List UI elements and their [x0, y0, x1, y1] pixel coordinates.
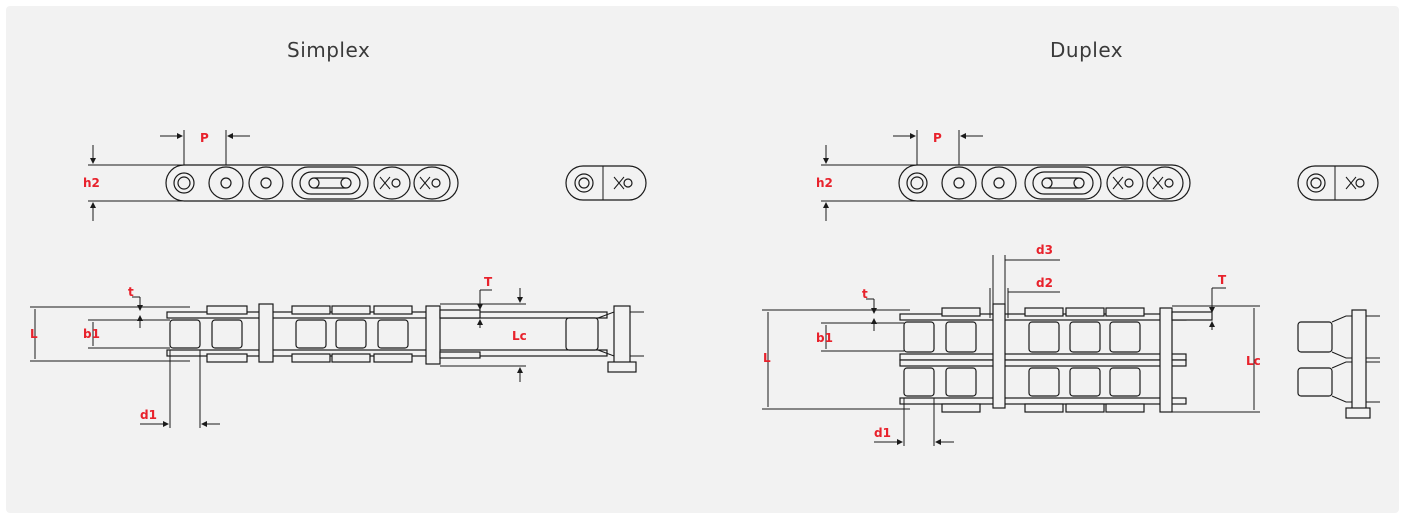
simplex-label-h2: h2: [83, 176, 100, 190]
simplex-label-t: t: [128, 285, 134, 299]
duplex-label-d3: d3: [1036, 243, 1053, 257]
duplex-d2-dimension: d2: [989, 276, 1060, 318]
duplex-label-T: T: [1218, 273, 1227, 287]
simplex-label-p: P: [200, 131, 209, 145]
duplex-label-lc: Lc: [1246, 354, 1261, 368]
simplex-l-dimension: L: [30, 309, 38, 359]
duplex-lc-dimension: Lc: [1172, 305, 1261, 413]
simplex-label-d1: d1: [140, 408, 157, 422]
simplex-title: Simplex: [287, 38, 371, 62]
simplex-lc-dimension: Lc: [440, 288, 527, 382]
duplex-end-view: [1297, 165, 1379, 201]
simplex-label-b1: b1: [83, 327, 100, 341]
diagram-panel: [6, 6, 1399, 513]
simplex-p-dimension: P: [160, 130, 250, 165]
duplex-title: Duplex: [1050, 38, 1124, 62]
duplex-label-d1: d1: [874, 426, 891, 440]
duplex-d3-dimension: d3: [992, 243, 1060, 304]
duplex-label-t: t: [862, 287, 868, 301]
duplex-label-l: L: [763, 351, 771, 365]
simplex-end-view: [565, 165, 647, 201]
duplex-h2-dimension: h2: [816, 145, 917, 221]
duplex-label-b1: b1: [816, 331, 833, 345]
simplex-b1-dimension: b1: [83, 319, 170, 349]
simplex-T-dimension: T: [477, 275, 493, 328]
duplex-p-dimension: P: [893, 130, 983, 165]
simplex-side-end-view: [565, 305, 644, 373]
simplex-label-l: L: [30, 327, 38, 341]
duplex-T-dimension: T: [1209, 273, 1227, 330]
duplex-side-end-view: [1297, 309, 1380, 419]
simplex-side-view: [30, 303, 608, 365]
duplex-d1-dimension: d1: [874, 398, 954, 446]
duplex-label-p: P: [933, 131, 942, 145]
simplex-top-view: [165, 164, 459, 202]
simplex-t-dimension: t: [128, 285, 143, 328]
duplex-top-view: [898, 164, 1191, 202]
duplex-label-d2: d2: [1036, 276, 1053, 290]
duplex-b1-dimension: b1: [816, 322, 904, 352]
simplex-label-lc: Lc: [512, 329, 527, 343]
duplex-side-view: [762, 303, 1213, 413]
duplex-label-h2: h2: [816, 176, 833, 190]
simplex-h2-dimension: h2: [83, 145, 184, 221]
duplex-t-dimension: t: [862, 287, 877, 331]
simplex-d1-dimension: d1: [140, 350, 220, 428]
duplex-l-dimension: L: [763, 312, 771, 407]
simplex-label-T: T: [484, 275, 493, 289]
